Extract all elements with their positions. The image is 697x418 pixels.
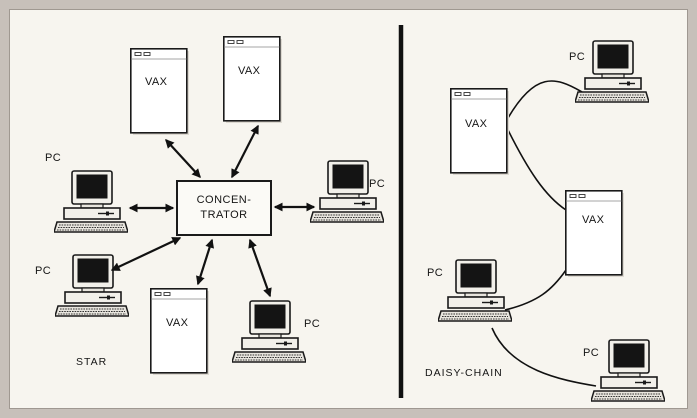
bidirectional-arrow-icon [231,124,259,179]
vax-label: VAX [582,214,605,226]
bidirectional-arrow-icon [110,237,182,271]
vax-cabinet-icon [130,48,190,136]
chain-link [504,269,567,311]
vax-label: VAX [465,118,488,130]
bidirectional-arrow-icon [248,238,272,298]
pc-computer-icon [438,259,512,322]
pc-label: PC [583,347,600,359]
chain-link [507,129,567,211]
pc-computer-icon [54,170,128,233]
pc-computer-icon [575,40,649,103]
daisy-chain-caption: DAISY-CHAIN [425,367,503,379]
concentrator-label-line2: TRATOR [200,209,248,221]
pc-label: PC [35,265,52,277]
vax-cabinet-icon [450,88,510,176]
pc-label: PC [369,178,386,190]
bidirectional-arrow-icon [165,139,201,178]
bidirectional-arrow-icon [196,238,214,286]
star-caption: STAR [76,356,108,368]
pc-label: PC [569,51,586,63]
pc-label: PC [304,318,321,330]
vax-cabinet-icon [565,190,625,278]
pc-computer-icon [55,254,129,317]
pc-computer-icon [591,339,665,402]
vax-label: VAX [145,76,168,88]
concentrator-box: CONCEN- TRATOR [176,180,272,236]
pc-computer-icon [310,160,384,223]
chain-link [507,80,583,119]
vax-label: VAX [166,317,189,329]
concentrator-label-line1: CONCEN- [196,194,252,206]
vax-cabinet-icon [150,288,210,376]
vax-label: VAX [238,65,261,77]
pc-label: PC [427,267,444,279]
chain-link [491,327,597,387]
pc-label: PC [45,152,62,164]
pc-computer-icon [232,300,306,363]
vax-cabinet-icon [223,36,283,124]
